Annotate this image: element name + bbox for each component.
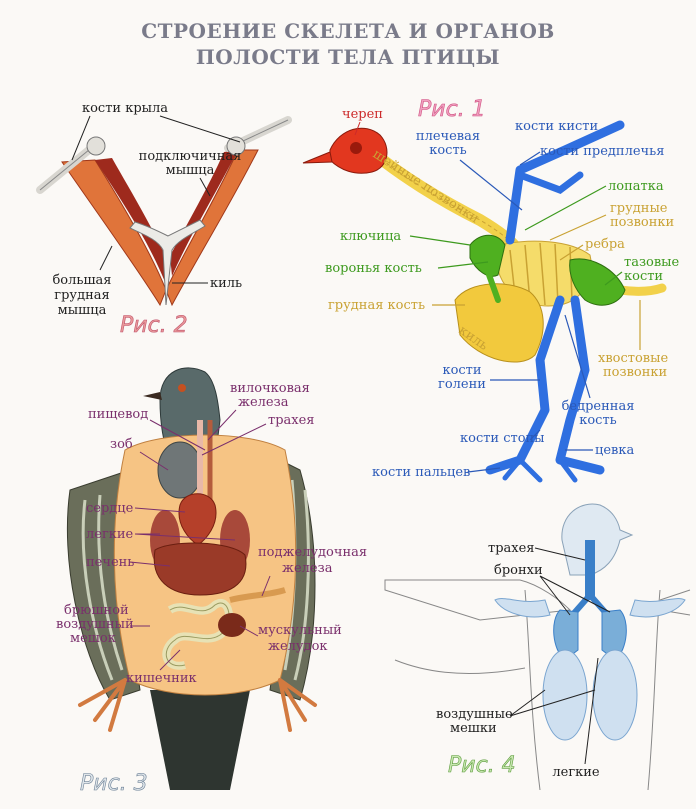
label-pectoral-2: грудная <box>54 288 109 303</box>
label-lungs-fig3: легкие <box>86 527 134 542</box>
label-air-sac-2: воздушный <box>56 617 134 632</box>
label-heart: сердце <box>86 501 134 516</box>
label-clavicle: ключица <box>340 229 401 244</box>
label-toe-bones: кости пальцев <box>372 465 470 480</box>
fig4-respiratory-illustration <box>385 504 690 790</box>
label-pelvic-1: тазовые <box>624 255 680 270</box>
label-air-sac-1: брюшной <box>64 603 129 618</box>
label-thoracic-2: позвонки <box>610 215 674 230</box>
label-air-sacs-1: воздушные <box>436 707 513 722</box>
label-shin-2: голени <box>438 377 486 392</box>
label-pelvic-2: кости <box>624 269 663 284</box>
fig4-caption: Рис. 4 <box>448 753 516 778</box>
label-tail-2: позвонки <box>603 365 667 380</box>
label-wing-bones: кости крыла <box>82 101 168 116</box>
label-pancreas-1: поджелудочная <box>258 545 367 560</box>
label-bronchi: бронхи <box>494 563 543 578</box>
label-forearm-bones: кости предплечья <box>540 144 664 159</box>
label-esophagus: пищевод <box>88 407 148 422</box>
label-keel-fig2: киль <box>210 276 242 291</box>
fig4-labels: трахея бронхи воздушные мешки легкие Рис… <box>436 541 610 780</box>
label-thymus-2: железа <box>238 395 289 410</box>
fig3-caption: Рис. 3 <box>80 771 148 796</box>
fig2-caption: Рис. 2 <box>120 313 188 338</box>
label-tail-1: хвостовые <box>598 351 668 366</box>
label-pectoral-1: большая <box>52 273 111 288</box>
label-scapula: лопатка <box>608 179 664 194</box>
label-humerus-1: плечевая <box>416 129 480 144</box>
label-tarsus: цевка <box>595 443 634 458</box>
label-air-sacs-2: мешки <box>450 721 497 736</box>
label-skull: череп <box>342 107 383 122</box>
label-crop: зоб <box>110 437 133 452</box>
label-subclavian-1: подключичная <box>139 149 242 164</box>
label-femur-2: кость <box>579 413 617 428</box>
label-neck-vertebrae: шейные позвонки <box>370 147 482 227</box>
label-thoracic-1: грудные <box>610 201 668 216</box>
title-line-2: ПОЛОСТИ ТЕЛА ПТИЦЫ <box>196 45 500 69</box>
label-trachea-fig4: трахея <box>488 541 535 556</box>
label-femur-1: бедренная <box>562 399 635 414</box>
label-gizzard-1: мускульный <box>258 623 342 638</box>
label-lungs-fig4: легкие <box>552 765 600 780</box>
label-ribs: ребра <box>585 237 625 252</box>
label-hand-bones: кости кисти <box>515 119 598 134</box>
label-humerus-2: кость <box>429 143 467 158</box>
label-thymus-1: вилочковая <box>230 381 310 396</box>
label-gizzard-2: желудок <box>268 639 328 654</box>
fig1-caption: Рис. 1 <box>418 97 486 122</box>
label-liver: печень <box>86 555 134 570</box>
label-subclavian-2: мышца <box>166 163 215 178</box>
label-trachea-fig3: трахея <box>268 413 315 428</box>
title-line-1: СТРОЕНИЕ СКЕЛЕТА И ОРГАНОВ <box>141 19 555 43</box>
label-pancreas-2: железа <box>282 561 333 576</box>
label-intestine: кишечник <box>126 671 197 686</box>
label-air-sac-3: мешок <box>70 631 116 646</box>
label-sternum: грудная кость <box>328 298 425 313</box>
label-coracoid: воронья кость <box>325 261 422 276</box>
label-shin-1: кости <box>442 363 481 378</box>
label-pectoral-3: мышца <box>58 303 107 318</box>
fig3-pigeon-illustration <box>67 368 315 790</box>
